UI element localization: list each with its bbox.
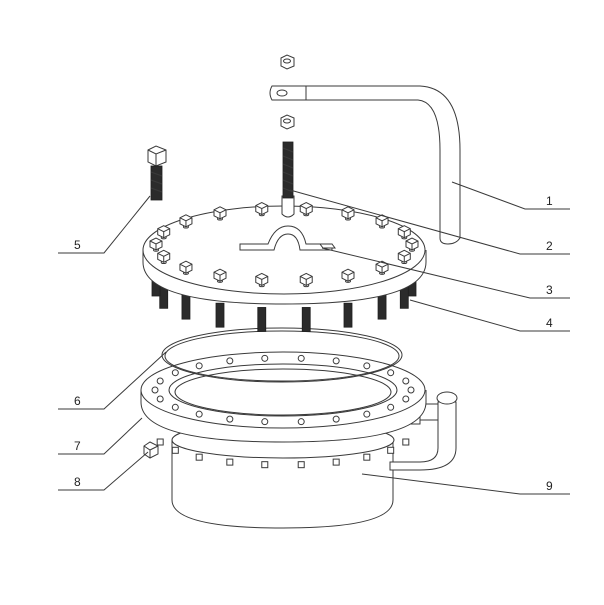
cover-bolt-shank <box>301 307 311 332</box>
cover-hex-nut <box>341 206 355 220</box>
cover-hex-nut <box>375 260 389 274</box>
top-nut-small <box>280 114 295 130</box>
lower-flange-bolt-hole <box>261 418 269 426</box>
lower-flange-stud <box>261 461 269 469</box>
cover-hex-nut <box>213 268 227 282</box>
lower-flange-bolt-hole <box>226 415 234 423</box>
cover-hex-nut <box>375 214 389 228</box>
cover-hex-nut <box>149 237 163 251</box>
lower-flange-bolt-hole <box>407 386 415 394</box>
lower-flange-bolt-hole <box>297 354 305 362</box>
cover-hex-nut <box>341 268 355 282</box>
lower-flange-bolt-hole <box>171 369 179 377</box>
cover-hex-nut <box>255 272 269 287</box>
lower-flange-stud-bolts <box>156 438 410 469</box>
cover-hex-nut <box>213 206 227 220</box>
callout-6: 6 <box>74 394 81 408</box>
hex-nut <box>143 441 159 459</box>
hex-bolt <box>147 145 167 201</box>
lower-flange-stud <box>387 446 395 454</box>
lower-flange-stud <box>332 458 340 466</box>
cover-hex-nut <box>157 249 171 263</box>
cover-hex-nut <box>255 201 269 216</box>
lower-flange-stud <box>226 458 234 466</box>
lower-flange-bolt-hole <box>387 403 395 411</box>
callout-1: 1 <box>546 194 553 208</box>
lower-flange-stud <box>195 453 203 461</box>
lower-flange-stud <box>171 446 179 454</box>
lower-flange-bolt-hole <box>402 395 410 403</box>
cover-bolt-shank <box>257 307 267 332</box>
lower-flange-bolt-hole <box>387 369 395 377</box>
lower-flange-stud <box>402 438 410 446</box>
lower-flange-bolt-hole <box>402 377 410 385</box>
lower-flange-bolt-hole <box>156 377 164 385</box>
lower-flange-bolt-hole <box>151 386 159 394</box>
cover-bolt-shank <box>181 294 191 320</box>
cover-hex-nut <box>397 249 411 263</box>
cover-hex-nut <box>179 260 193 274</box>
lower-flange <box>140 351 427 469</box>
callout-4: 4 <box>546 316 553 330</box>
lower-flange-bolt-hole <box>226 357 234 365</box>
cover-hex-nut <box>405 237 419 251</box>
cover-hex-nut <box>299 272 313 287</box>
cover-hex-nut <box>179 214 193 228</box>
cover-bolt-shank <box>377 294 387 320</box>
cover-hex-nut <box>157 225 171 239</box>
callout-9: 9 <box>546 479 553 493</box>
callout-3: 3 <box>546 283 553 297</box>
lower-flange-bolt-hole <box>297 418 305 426</box>
lower-flange-bolt-hole <box>363 410 371 418</box>
callout-5: 5 <box>74 238 81 252</box>
callout-7: 7 <box>74 439 81 453</box>
cover-plate <box>142 201 427 305</box>
center-stud <box>281 141 295 218</box>
lower-flange-bolt-hole <box>332 357 340 365</box>
lower-flange-bolt-hole <box>261 354 269 362</box>
lower-flange-bolt-hole <box>363 362 371 370</box>
cover-hex-nuts <box>149 201 419 287</box>
lower-flange-bolt-hole <box>156 395 164 403</box>
lower-flange-bolt-holes <box>151 354 415 426</box>
callout-labels: 1 2 3 4 5 6 7 8 9 <box>74 194 553 493</box>
cover-bolt-holes <box>153 212 415 288</box>
cover-bolt-shank <box>343 302 353 328</box>
callout-8: 8 <box>74 475 81 489</box>
leader-lines <box>58 181 570 495</box>
lower-flange-stud <box>363 453 371 461</box>
callout-2: 2 <box>546 239 553 253</box>
cover-bolt-shank <box>215 302 225 328</box>
lower-flange-bolt-hole <box>332 415 340 423</box>
lower-flange-stud <box>297 461 305 469</box>
lower-flange-bolt-hole <box>195 362 203 370</box>
lower-flange-bolt-hole <box>195 410 203 418</box>
lifting-hook-rod <box>269 85 461 245</box>
lower-flange-stud <box>156 438 164 446</box>
lower-flange-bolt-hole <box>171 403 179 411</box>
cover-hex-nut <box>397 225 411 239</box>
cover-hex-nut <box>299 201 313 216</box>
top-nut-upper <box>280 54 295 70</box>
